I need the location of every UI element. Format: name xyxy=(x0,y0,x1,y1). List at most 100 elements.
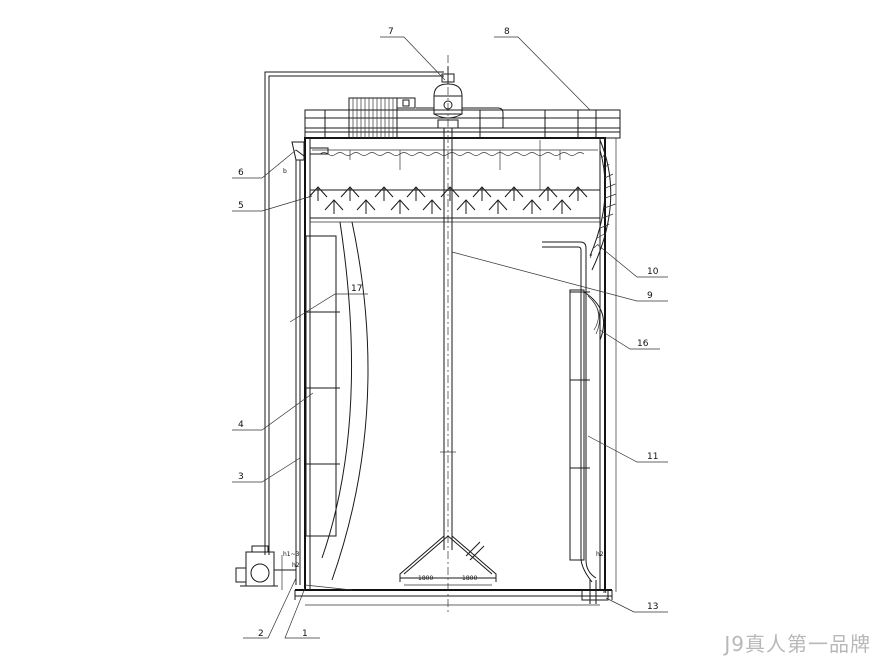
callout-11: 11 xyxy=(647,452,658,462)
leader-4-line xyxy=(232,392,314,431)
dim-h1: h1~3 xyxy=(283,551,300,558)
tank-outer-wall xyxy=(304,137,606,591)
spiral-stair xyxy=(589,139,617,271)
leader-6-line xyxy=(232,149,297,179)
agitator-blade xyxy=(465,541,481,557)
callout-4: 4 xyxy=(238,420,244,430)
decanter-body xyxy=(291,141,305,161)
stair-step xyxy=(604,173,614,179)
air-pipe-outer xyxy=(264,71,444,555)
mixer-housing xyxy=(583,291,604,341)
stair-step xyxy=(605,193,617,199)
leader-7-line xyxy=(380,36,446,81)
dim-h2-right: h2 xyxy=(596,551,604,558)
curved-riser-outer xyxy=(331,221,369,581)
dim-right-span: 1800 xyxy=(462,575,477,582)
mixer-blade xyxy=(587,295,600,335)
callout-2: 2 xyxy=(258,629,264,639)
callout-6: 6 xyxy=(238,168,244,178)
vessel-outlet-bend xyxy=(497,107,504,128)
diffuser-row-upper xyxy=(308,186,588,201)
right-riser-pipe xyxy=(542,241,597,579)
stair-step xyxy=(602,213,614,219)
callout-16: 16 xyxy=(637,339,649,349)
left-riser-assembly xyxy=(295,160,369,585)
stair-inner-rail xyxy=(589,149,606,257)
vessel-top-dome xyxy=(433,83,463,97)
stair-step xyxy=(593,243,599,249)
right-column xyxy=(569,289,585,561)
decanter-lip xyxy=(295,149,305,157)
callout-13: 13 xyxy=(647,602,658,612)
tank-body xyxy=(294,137,613,600)
air-pipe-inner xyxy=(268,75,444,555)
callout-7: 7 xyxy=(388,27,394,37)
leader-8-line xyxy=(494,36,591,111)
bottom-outlet xyxy=(581,580,609,604)
dim-h2: h2 xyxy=(292,562,300,569)
callout-8: 8 xyxy=(504,27,510,37)
side-mixer xyxy=(583,291,604,341)
top-pressure-vessel xyxy=(416,66,504,129)
blower-motor xyxy=(235,567,247,583)
stair-steps xyxy=(589,144,617,259)
stair-step xyxy=(589,253,593,259)
weir-trough xyxy=(309,147,329,155)
agitator-arm-left-inner xyxy=(403,535,449,575)
blower-impeller xyxy=(250,563,270,583)
stair-step xyxy=(605,183,616,189)
right-column-assembly xyxy=(542,241,597,583)
vessel-bottom-dome xyxy=(433,113,463,119)
leader-11-line xyxy=(587,435,668,463)
callout-9: 9 xyxy=(647,291,653,301)
leader-5-line xyxy=(232,195,313,212)
leader-1 xyxy=(304,584,353,591)
cabinet-side-knob xyxy=(402,99,410,107)
diffuser-grid xyxy=(308,186,600,223)
dim-b: b xyxy=(283,168,287,175)
callout-17: 17 xyxy=(351,284,362,294)
leader-2-line xyxy=(243,577,297,639)
callout-1: 1 xyxy=(302,629,308,639)
callout-3: 3 xyxy=(238,472,244,482)
cabinet-side-box xyxy=(396,97,416,109)
leader-16-line xyxy=(599,329,660,350)
leader-13-line xyxy=(605,597,668,613)
bottom-agitator: 1800 1800 xyxy=(399,535,497,586)
diffuser-row-lower xyxy=(324,199,572,214)
agitator-arm-right xyxy=(451,535,497,582)
agitator-blade xyxy=(469,545,485,561)
leader-1-line xyxy=(284,587,320,639)
central-shaft xyxy=(440,55,456,612)
top-walkway xyxy=(304,109,621,139)
leader-17-line xyxy=(289,293,368,323)
stair-step xyxy=(600,223,610,229)
outlet-flange xyxy=(581,589,609,601)
callout-5: 5 xyxy=(238,201,244,211)
dim-left-span: 1800 xyxy=(418,575,433,582)
agitator-arm-right-inner xyxy=(447,535,493,575)
left-column xyxy=(305,235,337,537)
dimension-lines: h1~3 h2 h2 b a xyxy=(281,138,617,606)
stair-step xyxy=(603,163,610,169)
leader-9-line xyxy=(451,251,668,302)
watermark-text: J9真人第一品牌 xyxy=(724,632,871,656)
stair-step xyxy=(597,233,605,239)
dim-a: a xyxy=(603,588,607,595)
control-cabinet xyxy=(348,97,416,139)
agitator-arm-left xyxy=(399,535,445,582)
stair-outer-rail xyxy=(591,139,612,271)
mixer-blade xyxy=(591,299,599,331)
blower-cap xyxy=(251,545,269,553)
callout-10: 10 xyxy=(647,267,659,277)
blower-unit xyxy=(235,545,296,587)
decanter-weir xyxy=(291,141,329,161)
water-level xyxy=(312,149,598,170)
callouts: 1 2 3 4 5 6 7 8 9 10 11 13 16 17 xyxy=(232,27,668,639)
blower-housing xyxy=(245,551,275,587)
curved-riser xyxy=(321,221,353,559)
stair-step xyxy=(604,203,616,209)
leader-3-line xyxy=(232,457,301,483)
air-supply-line xyxy=(264,71,444,555)
